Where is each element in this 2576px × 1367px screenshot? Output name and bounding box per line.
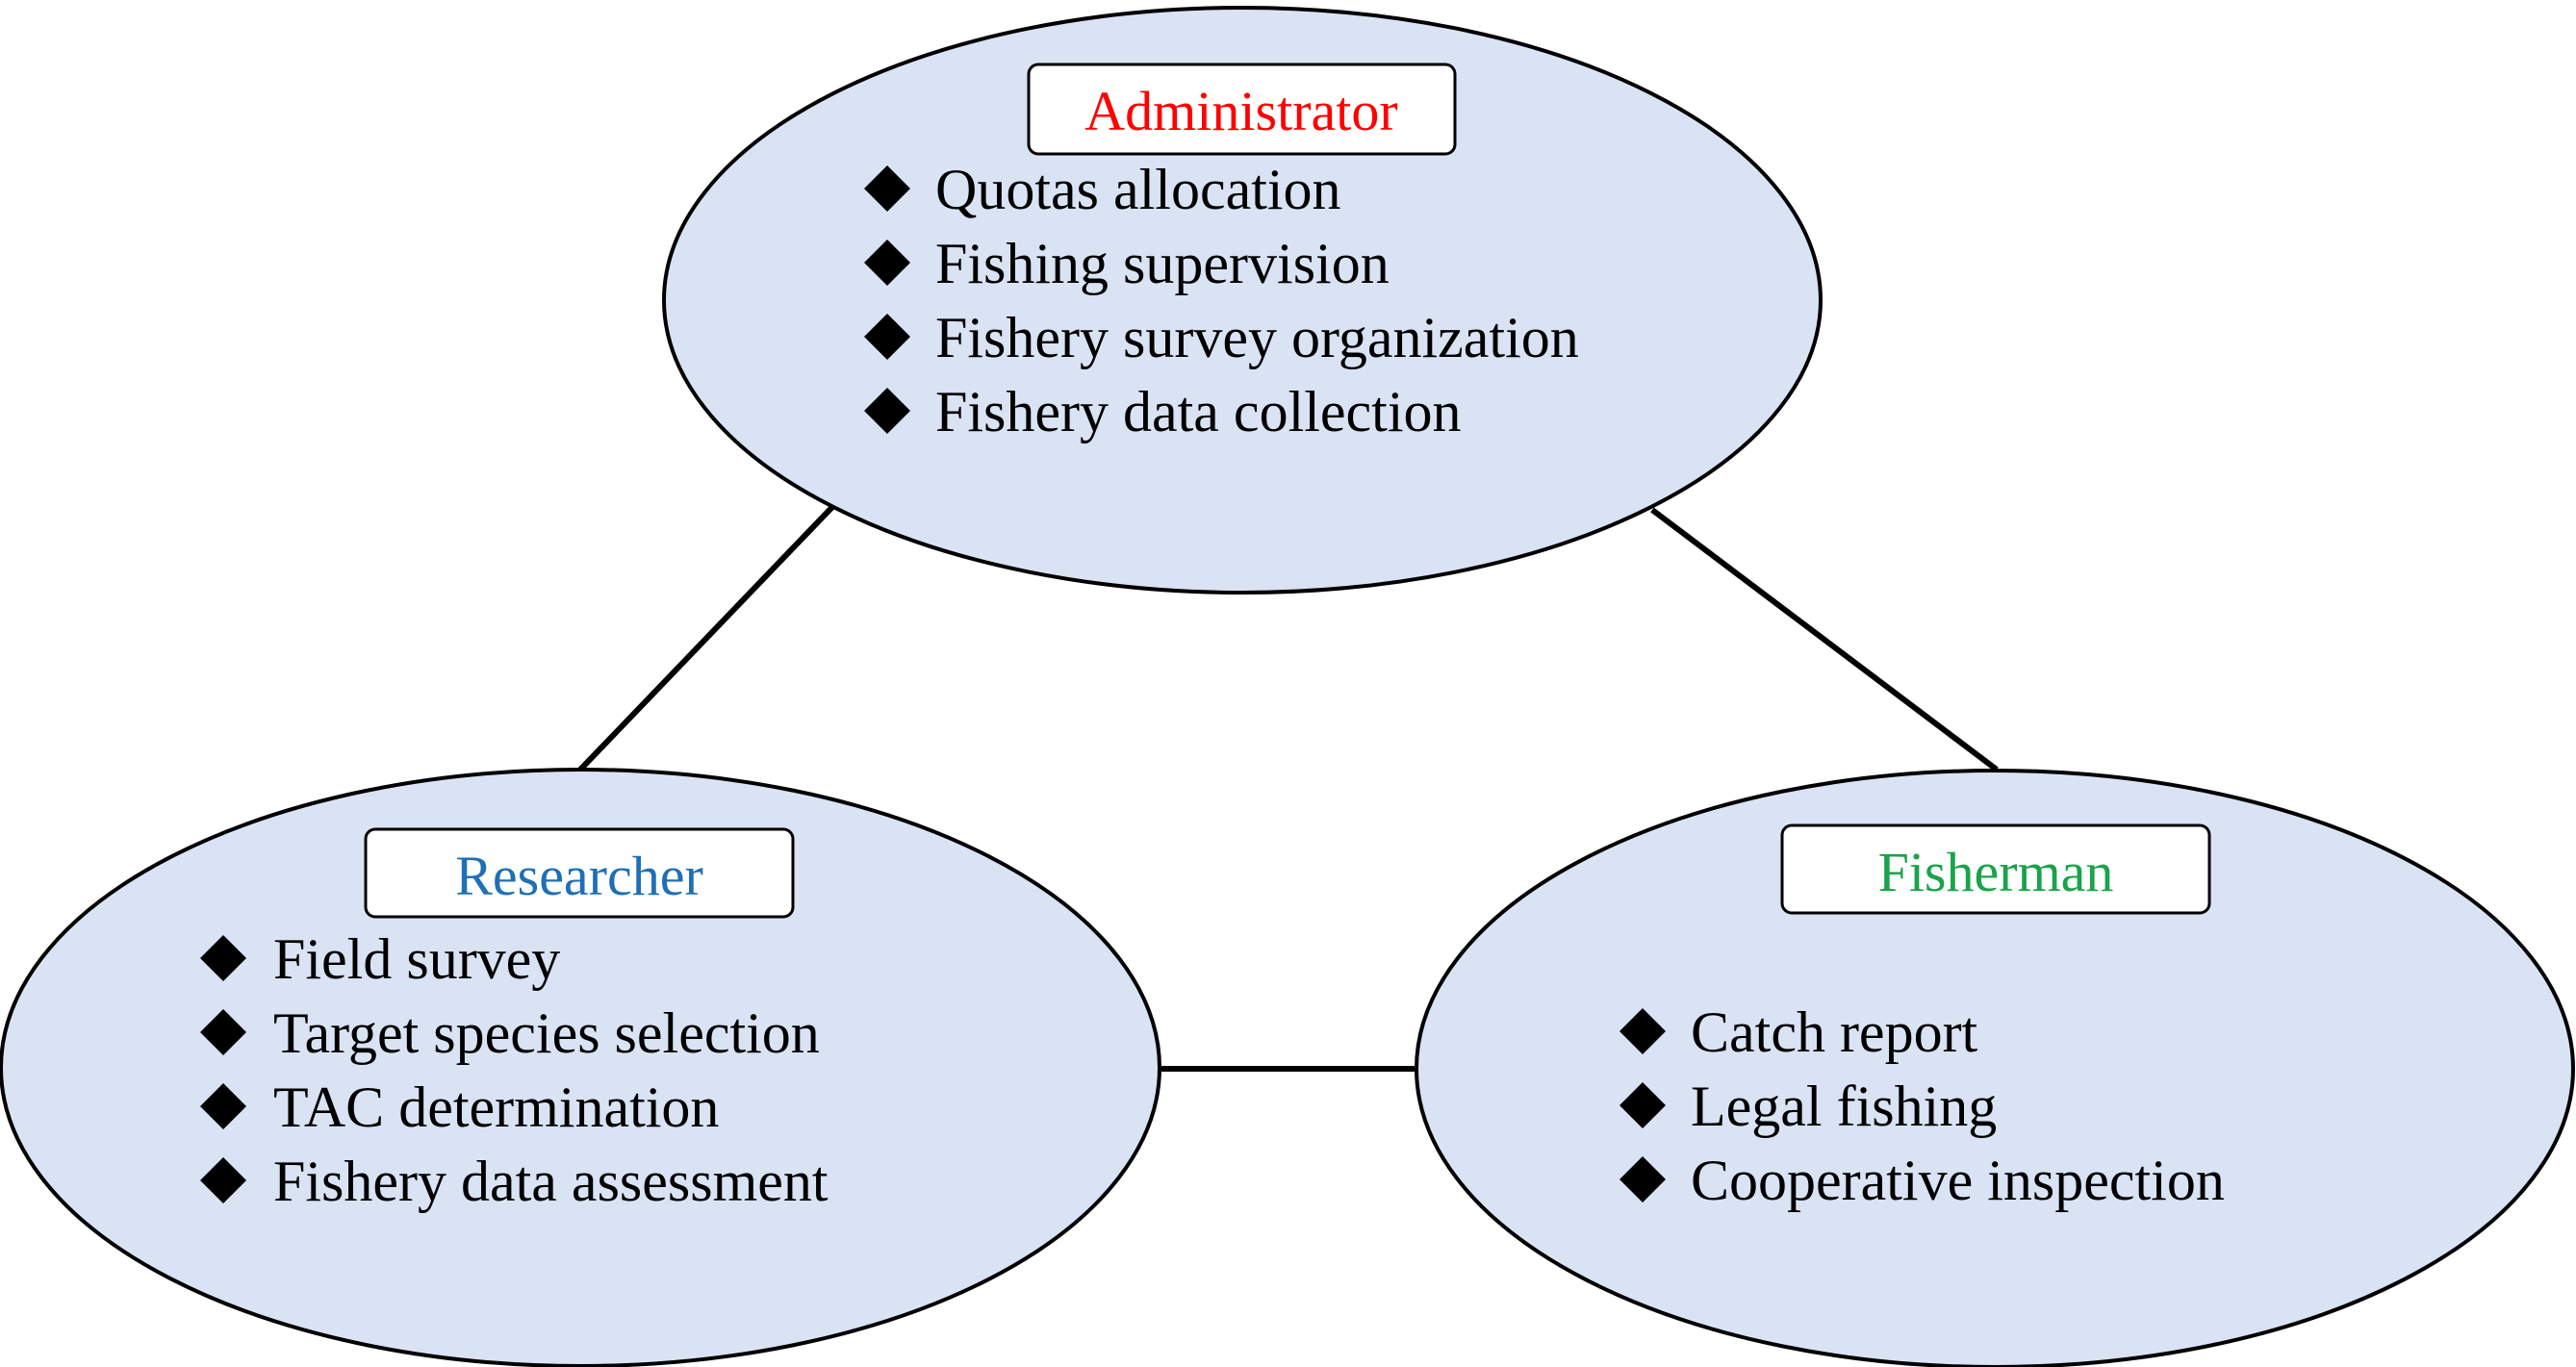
researcher-item-label: Target species selection <box>273 1001 820 1065</box>
black-diamond-icon <box>200 935 246 981</box>
connector-administrator-fisherman <box>1650 507 1999 772</box>
researcher-item-label: TAC determination <box>273 1076 719 1139</box>
administrator-title-box <box>1027 63 1457 156</box>
black-diamond-icon <box>864 240 910 286</box>
administrator-title: Administrator <box>1084 80 1397 142</box>
administrator-item-label: Fishery data collection <box>935 380 1462 443</box>
administrator-item-label: Fishery survey organization <box>935 306 1579 369</box>
fisherman-list-item: Catch report <box>1620 1000 1978 1064</box>
administrator-item-label: Fishing supervision <box>935 232 1390 295</box>
researcher-list-item: Field survey <box>200 927 560 991</box>
fisherman-item-label: Legal fishing <box>1691 1075 1997 1138</box>
administrator-item-list: Quotas allocation Fishing supervision Fi… <box>864 158 1579 443</box>
researcher-item-label: Fishery data assessment <box>273 1150 829 1213</box>
administrator-list-item: Fishery data collection <box>864 380 1462 443</box>
fisherman-title-box <box>1780 823 2211 915</box>
administrator-list-item: Fishing supervision <box>864 232 1390 295</box>
administrator-item-label: Quotas allocation <box>935 158 1341 221</box>
fisherman-node: Fisherman Catch report Legal fishing Coo… <box>1415 769 2575 1367</box>
black-diamond-icon <box>200 1009 246 1055</box>
fisherman-list-item: Cooperative inspection <box>1620 1149 2225 1212</box>
researcher-list-item: Fishery data assessment <box>200 1150 829 1213</box>
researcher-title-box <box>364 827 795 919</box>
fisherman-item-label: Cooperative inspection <box>1691 1149 2225 1212</box>
fisherman-item-label: Catch report <box>1691 1000 1978 1064</box>
researcher-list-item: TAC determination <box>200 1076 719 1139</box>
researcher-ellipse <box>0 768 1161 1367</box>
black-diamond-icon <box>200 1083 246 1129</box>
fisherman-ellipse <box>1415 769 2575 1367</box>
connector-administrator-researcher <box>577 504 835 772</box>
black-diamond-icon <box>1620 1008 1666 1054</box>
fisherman-item-list: Catch report Legal fishing Cooperative i… <box>1620 1000 2225 1212</box>
black-diamond-icon <box>864 165 910 212</box>
researcher-item-label: Field survey <box>273 927 560 991</box>
researcher-title: Researcher <box>455 845 703 907</box>
fisherman-list-item: Legal fishing <box>1620 1075 1997 1138</box>
administrator-list-item: Quotas allocation <box>864 158 1341 221</box>
researcher-item-list: Field survey Target species selection TA… <box>200 927 829 1213</box>
black-diamond-icon <box>864 388 910 434</box>
black-diamond-icon <box>1620 1082 1666 1128</box>
researcher-node: Researcher Field survey Target species s… <box>0 768 1161 1367</box>
black-diamond-icon <box>1620 1156 1666 1202</box>
black-diamond-icon <box>864 314 910 360</box>
administrator-node: Administrator Quotas allocation Fishing … <box>662 6 1823 595</box>
administrator-ellipse <box>662 6 1823 595</box>
administrator-list-item: Fishery survey organization <box>864 306 1579 369</box>
black-diamond-icon <box>200 1157 246 1203</box>
fisherman-title: Fisherman <box>1878 841 2114 903</box>
researcher-list-item: Target species selection <box>200 1001 820 1065</box>
